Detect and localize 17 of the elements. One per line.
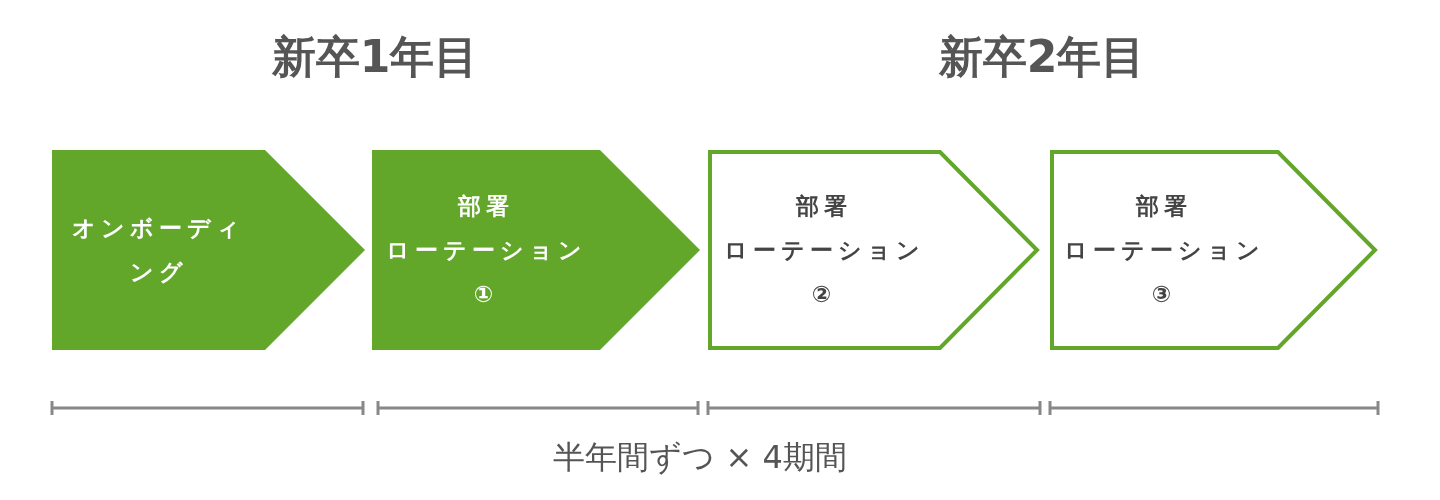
step-label: ① [473,280,499,309]
step-label: 部署 [458,192,514,221]
step-label: ② [811,280,837,309]
step-label: 部署 [796,192,852,221]
year-heading: 新卒1年目 [271,30,479,84]
step-label: 部署 [1136,192,1192,221]
year-heading: 新卒2年目 [938,30,1146,84]
duration-note: 半年間ずつ × 4期間 [553,437,847,478]
chevron-step [708,150,1040,350]
chevron-step [372,150,700,350]
step-label: ローテーション [1063,236,1265,265]
chevron-step [52,150,365,350]
step-label: ③ [1151,280,1177,309]
step-label: オンボーディング [71,214,246,287]
step-label: ローテーション [385,236,587,265]
step-label: ローテーション [723,236,925,265]
chevron-step [1050,150,1378,350]
